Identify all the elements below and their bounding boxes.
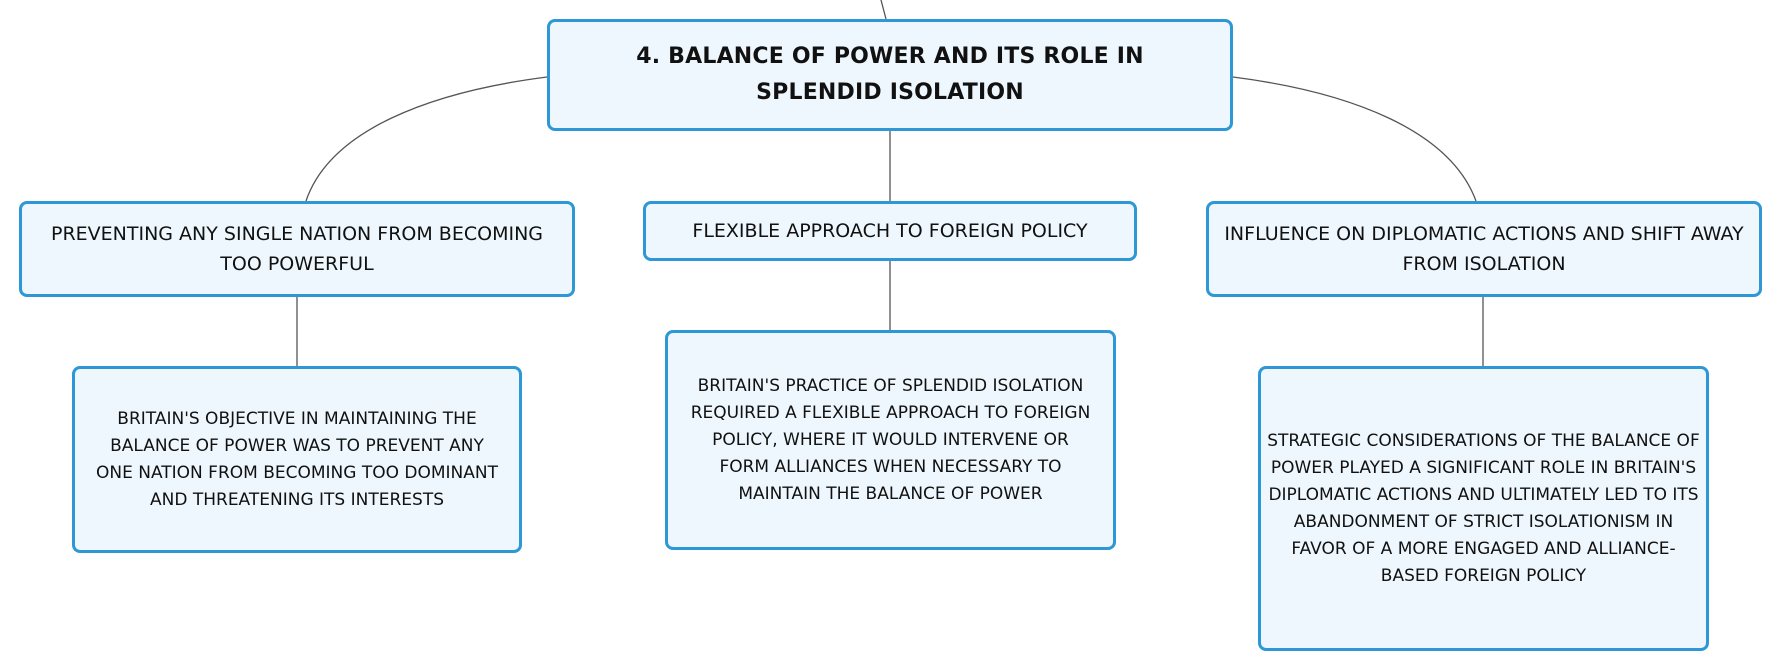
detail-topic-1-text: BRITAIN'S OBJECTIVE IN MAINTAINING THE B… <box>96 408 498 510</box>
connector-parent-root <box>880 0 887 20</box>
detail-topic-3-text: STRATEGIC CONSIDERATIONS OF THE BALANCE … <box>1267 430 1700 586</box>
branch-topic-1-label: PREVENTING ANY SINGLE NATION FROM BECOMI… <box>50 223 543 275</box>
root-topic[interactable]: 4. BALANCE OF POWER AND ITS ROLE IN SPLE… <box>547 19 1233 131</box>
detail-topic-2[interactable]: BRITAIN'S PRACTICE OF SPLENDID ISOLATION… <box>665 330 1116 550</box>
detail-topic-3[interactable]: STRATEGIC CONSIDERATIONS OF THE BALANCE … <box>1258 366 1709 651</box>
root-topic-label: 4. BALANCE OF POWER AND ITS ROLE IN SPLE… <box>636 44 1144 105</box>
branch-topic-3-label: INFLUENCE ON DIPLOMATIC ACTIONS AND SHIF… <box>1224 223 1744 275</box>
detail-topic-2-text: BRITAIN'S PRACTICE OF SPLENDID ISOLATION… <box>690 375 1091 504</box>
branch-topic-2-label: FLEXIBLE APPROACH TO FOREIGN POLICY <box>692 220 1088 242</box>
branch-topic-2[interactable]: FLEXIBLE APPROACH TO FOREIGN POLICY <box>643 201 1137 261</box>
connector-root-branch-1 <box>305 76 548 202</box>
branch-topic-1[interactable]: PREVENTING ANY SINGLE NATION FROM BECOMI… <box>19 201 575 297</box>
branch-topic-3[interactable]: INFLUENCE ON DIPLOMATIC ACTIONS AND SHIF… <box>1206 201 1762 297</box>
detail-topic-1[interactable]: BRITAIN'S OBJECTIVE IN MAINTAINING THE B… <box>72 366 522 553</box>
connector-root-branch-3 <box>1232 76 1477 202</box>
